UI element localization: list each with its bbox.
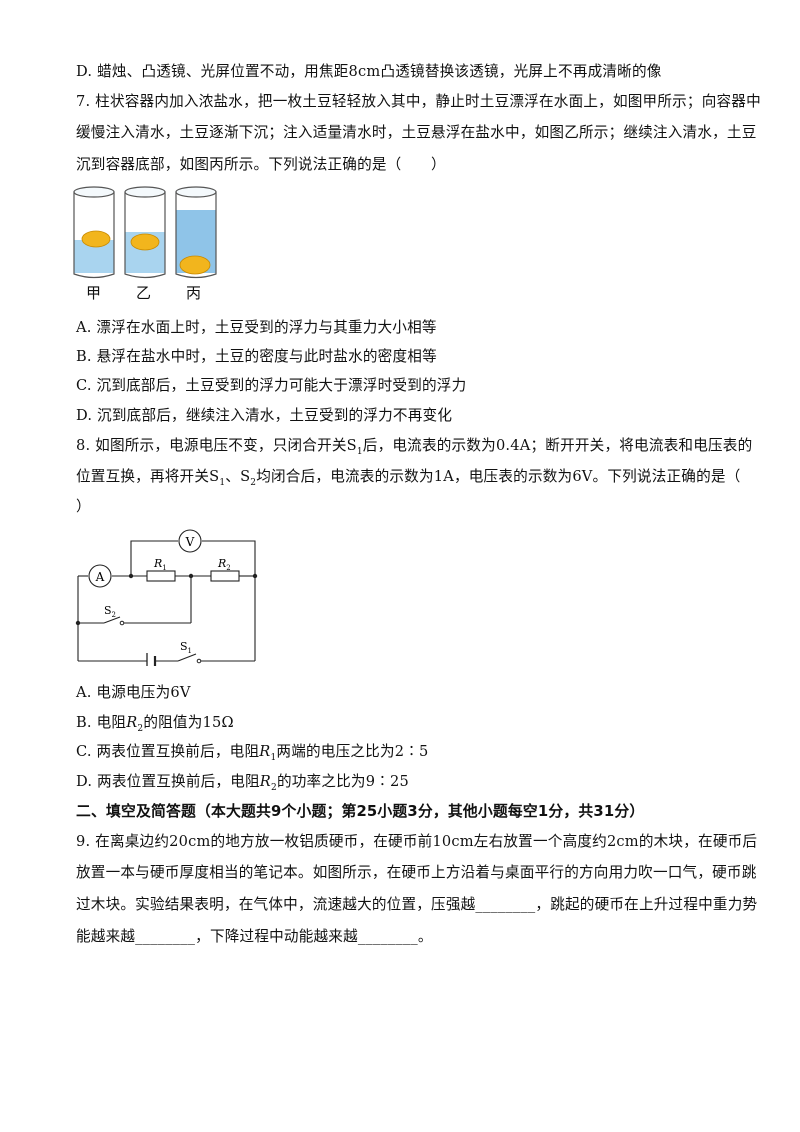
q7-stem-line-3: 沉到容器底部，如图丙所示。下列说法正确的是（ ）	[76, 156, 446, 173]
q8-stem-line-3: ）	[76, 498, 91, 515]
q8-circuit-diagram: V A R1 R2 S2 S1	[75, 529, 258, 666]
voltmeter-label: V	[185, 535, 195, 549]
s1-label: S1	[180, 640, 192, 655]
container-jia	[73, 186, 115, 279]
label-bing: 丙	[186, 284, 202, 302]
q9-line-3: 过木块。实验结果表明，在气体中，流速越大的位置，压强越________，跳起的硬…	[76, 896, 758, 913]
q6-option-d: D. 蜡烛、凸透镜、光屏位置不动，用焦距8cm凸透镜替换该透镜，光屏上不再成清晰…	[76, 63, 662, 80]
q7-option-c: C. 沉到底部后，土豆受到的浮力可能大于漂浮时受到的浮力	[76, 377, 467, 394]
container-bing	[175, 186, 217, 279]
q9-line-2: 放置一本与硬币厚度相当的笔记本。如图所示，在硬币上方沿着与桌面平行的方向用力吹一…	[76, 864, 757, 881]
q7-stem-line-2: 缓慢注入清水，土豆逐渐下沉；注入适量清水时，土豆悬浮在盐水中，如图乙所示；继续注…	[76, 124, 757, 141]
resistor-r1-symbol	[146, 570, 176, 582]
q8-option-b: B. 电阻R2的阻值为15Ω	[76, 714, 234, 734]
q9-line-4: 能越来越________，下降过程中动能越来越________。	[76, 928, 433, 945]
ammeter-symbol	[88, 564, 112, 588]
q8-option-d: D. 两表位置互换前后，电阻R2的功率之比为9∶25	[76, 773, 409, 793]
q9-line-1: 9. 在离桌边约20cm的地方放一枚铝质硬币，在硬币前10cm左右放置一个高度约…	[76, 833, 758, 850]
r1-label: R1	[153, 557, 167, 572]
q8-stem-line-2: 位置互换，再将开关S1、S2均闭合后，电流表的示数为1A，电压表的示数为6V。下…	[76, 468, 741, 488]
q7-potato-figure	[73, 186, 217, 279]
ammeter-label: A	[95, 570, 105, 584]
r2-label: R2	[217, 557, 231, 572]
q8-stem-line-1: 8. 如图所示，电源电压不变，只闭合开关S1后，电流表的示数为0.4A；断开开关…	[76, 437, 753, 457]
q7-option-d: D. 沉到底部后，继续注入清水，土豆受到的浮力不再变化	[76, 407, 453, 424]
s2-label: S2	[104, 604, 116, 619]
container-yi	[124, 186, 166, 279]
q8-option-a: A. 电源电压为6V	[76, 684, 191, 701]
section-heading: 二、填空及简答题（本大题共9个小题；第25小题3分，其他小题每空1分，共31分）	[76, 803, 645, 820]
q7-stem-line-1: 7. 柱状容器内加入浓盐水，把一枚土豆轻轻放入其中，静止时土豆漂浮在水面上，如图…	[76, 93, 761, 110]
resistor-r2-symbol	[210, 570, 240, 582]
q7-option-a: A. 漂浮在水面上时，土豆受到的浮力与其重力大小相等	[76, 319, 437, 336]
voltmeter-symbol	[178, 529, 202, 553]
label-jia: 甲	[86, 284, 102, 302]
q8-option-c: C. 两表位置互换前后，电阻R1两端的电压之比为2∶5	[76, 743, 429, 763]
label-yi: 乙	[136, 284, 152, 302]
q7-option-b: B. 悬浮在盐水中时，土豆的密度与此时盐水的密度相等	[76, 348, 437, 365]
